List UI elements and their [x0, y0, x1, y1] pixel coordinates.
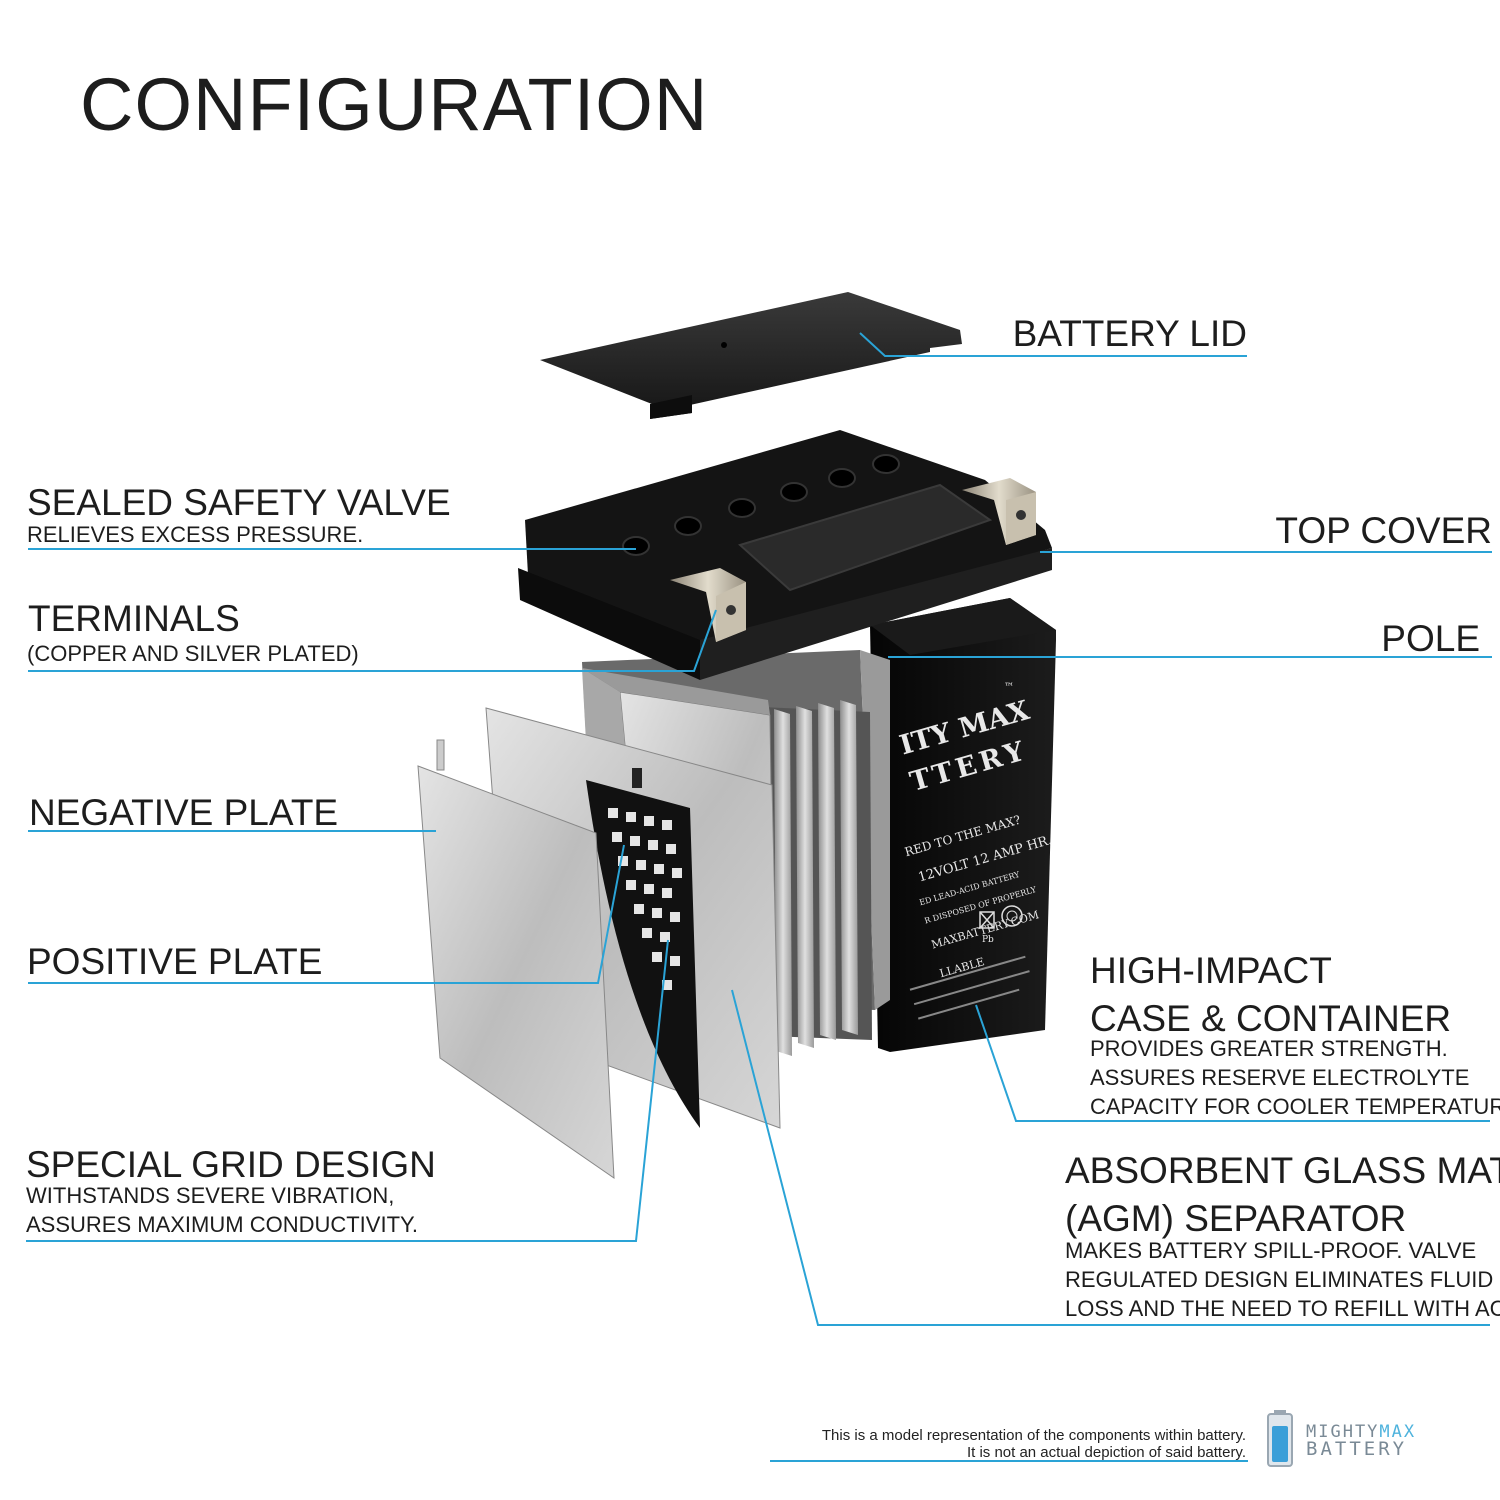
case-tm: ™	[1004, 682, 1014, 693]
battery-case: ITY MAX TTERY ™ RED TO THE MAX? 12VOLT 1…	[870, 598, 1056, 1052]
brand-battery: BATTERY	[1306, 1438, 1408, 1460]
desc-terminals: (COPPER AND SILVER PLATED)	[27, 641, 359, 666]
desc-special-grid-line1: WITHSTANDS SEVERE VIBRATION,	[26, 1183, 395, 1208]
negative-plate	[417, 739, 615, 1179]
mighty-max-logo-icon	[1267, 1410, 1293, 1467]
label-pole: POLE	[1381, 618, 1480, 659]
desc-high-impact-line1: PROVIDES GREATER STRENGTH.	[1090, 1036, 1448, 1061]
label-high-impact-line1: HIGH-IMPACT	[1090, 950, 1332, 991]
label-special-grid: SPECIAL GRID DESIGN	[26, 1144, 436, 1185]
case-fine-print	[909, 955, 1030, 1020]
brand-logo-text: MIGHTYMAX BATTERY	[1306, 1422, 1417, 1460]
page-title: CONFIGURATION	[80, 63, 709, 146]
desc-high-impact-line3: CAPACITY FOR COOLER TEMPERATURES.	[1090, 1094, 1500, 1119]
label-negative-plate: NEGATIVE PLATE	[29, 792, 339, 833]
vent-caps	[622, 454, 900, 556]
leader-terminals	[28, 609, 717, 672]
label-sealed-safety-valve: SEALED SAFETY VALVE	[27, 482, 451, 523]
label-agm-line1: ABSORBENT GLASS MAT	[1065, 1150, 1500, 1191]
brand-mighty: MIGHTY	[1306, 1422, 1380, 1442]
label-positive-plate: POSITIVE PLATE	[27, 941, 323, 982]
top-cover	[518, 430, 1052, 680]
desc-agm-line3: LOSS AND THE NEED TO REFILL WITH ACID.	[1065, 1296, 1500, 1321]
desc-agm-line2: REGULATED DESIGN ELIMINATES FLUID	[1065, 1267, 1494, 1292]
brand-max: MAX	[1379, 1422, 1417, 1442]
label-agm-line2: (AGM) SEPARATOR	[1065, 1198, 1407, 1239]
leader-agm	[731, 989, 1490, 1326]
disclaimer-line2: It is not an actual depiction of said ba…	[966, 1444, 1246, 1461]
leader-high-impact	[975, 1004, 1490, 1122]
leader-positive-plate	[28, 844, 625, 984]
battery-lid	[540, 292, 962, 419]
grid-cells	[608, 808, 682, 990]
desc-sealed-safety-valve: RELIEVES EXCESS PRESSURE.	[27, 522, 364, 547]
case-pb: Pb	[982, 935, 994, 945]
disclaimer: This is a model representation of the co…	[822, 1427, 1246, 1461]
leader-lines	[26, 332, 1492, 1462]
label-top-cover: TOP COVER	[1275, 510, 1492, 551]
leader-battery-lid	[859, 332, 1247, 357]
label-battery-lid: BATTERY LID	[1012, 313, 1247, 354]
desc-agm-line1: MAKES BATTERY SPILL-PROOF. VALVE	[1065, 1238, 1477, 1263]
label-high-impact-line2: CASE & CONTAINER	[1090, 998, 1452, 1039]
label-terminals: TERMINALS	[28, 598, 240, 639]
terminal-negative	[962, 478, 1036, 545]
desc-high-impact-line2: ASSURES RESERVE ELECTROLYTE	[1090, 1065, 1470, 1090]
desc-special-grid-line2: ASSURES MAXIMUM CONDUCTIVITY.	[26, 1212, 418, 1237]
recycle-icon: Pb	[979, 905, 1023, 945]
separator-fins	[774, 700, 858, 1056]
terminal-positive	[670, 568, 746, 642]
disclaimer-line1: This is a model representation of the co…	[821, 1427, 1246, 1444]
leader-special-grid	[26, 939, 669, 1242]
